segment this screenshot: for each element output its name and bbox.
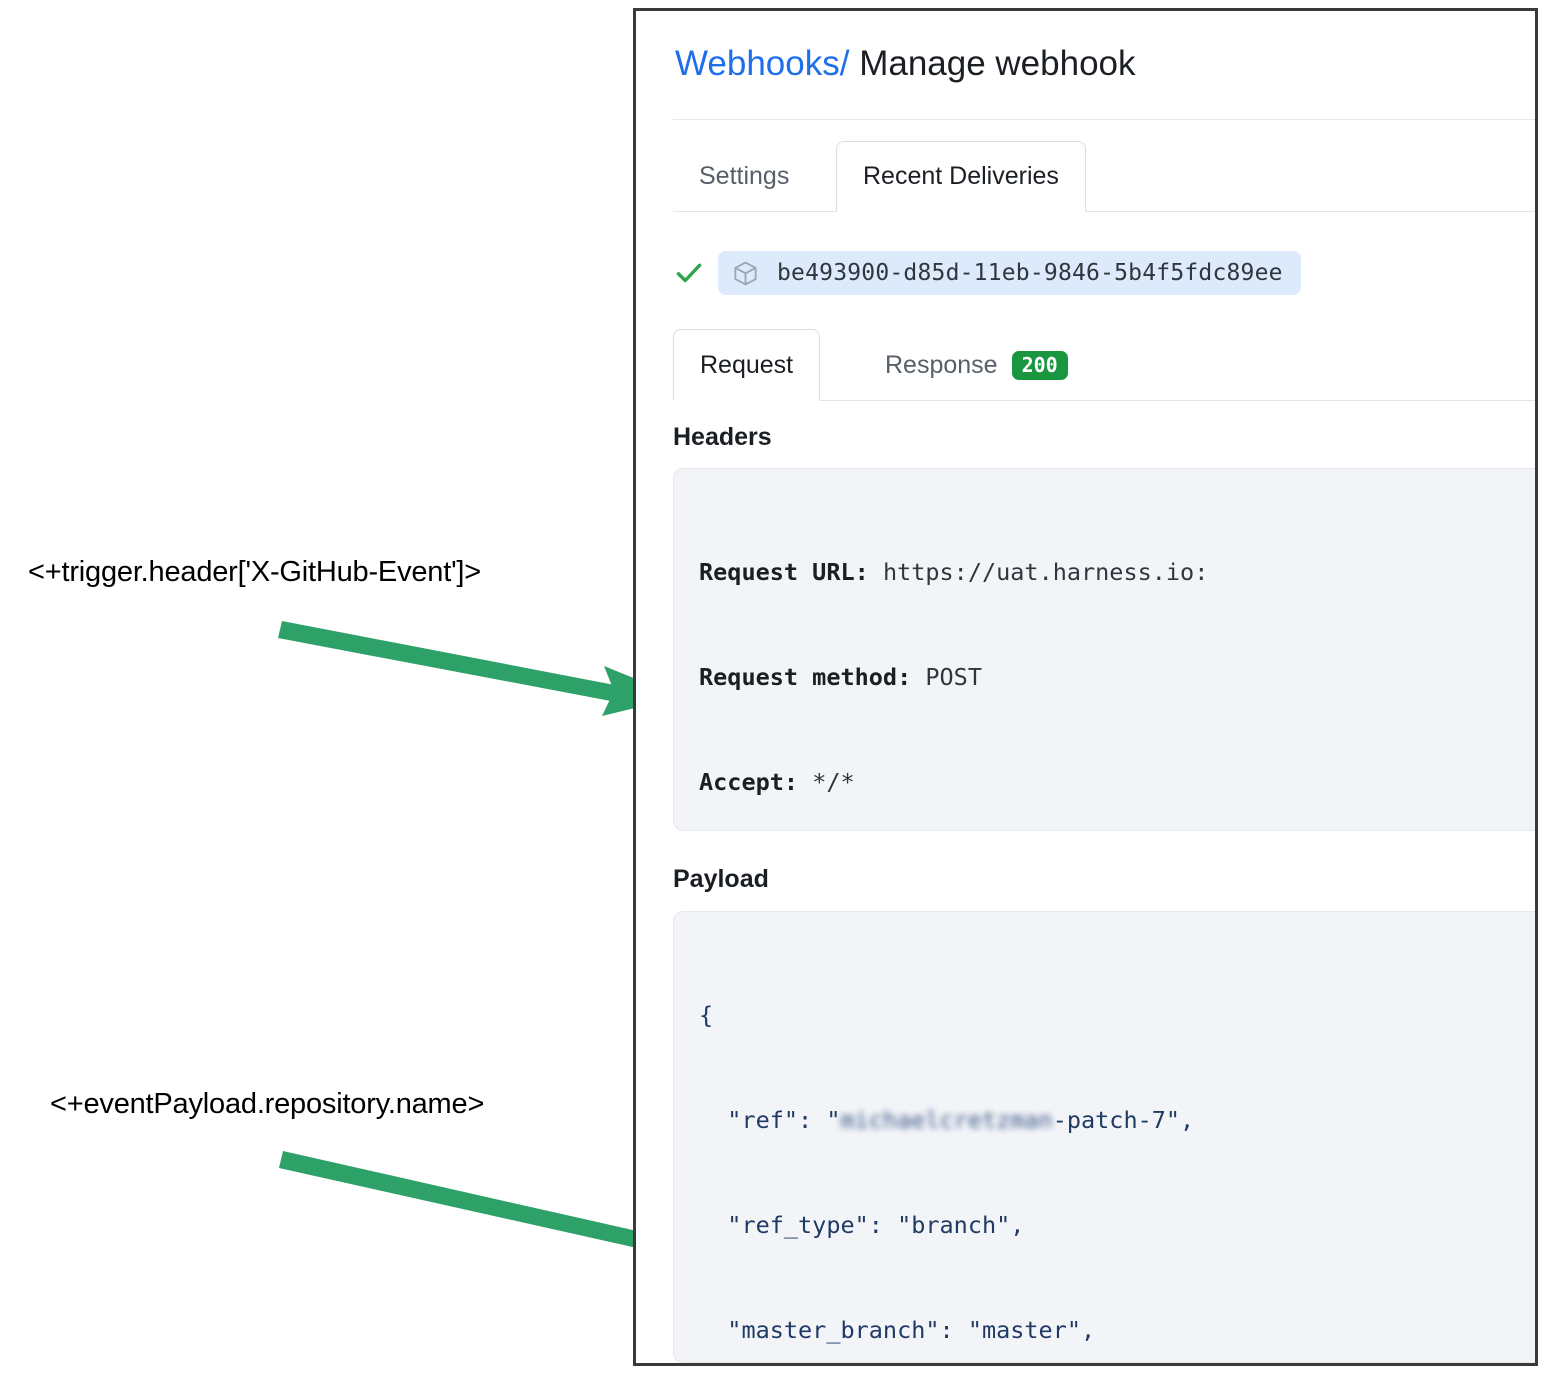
- page-title: Manage webhook: [859, 44, 1136, 83]
- tab-request-label: Request: [700, 350, 794, 379]
- title-divider: [673, 119, 1535, 120]
- tabbar-baseline: [673, 211, 1535, 212]
- header-value: */*: [812, 768, 855, 796]
- header-value: POST: [925, 663, 982, 691]
- breadcrumb-link-webhooks[interactable]: Webhooks: [675, 44, 840, 83]
- delivery-id-text: be493900-d85d-11eb-9846-5b4f5fdc89ee: [777, 260, 1283, 286]
- json-line: "ref_type": "branch",: [699, 1211, 1025, 1239]
- tab-response[interactable]: Response 200: [859, 329, 1094, 401]
- header-line: Request URL: https://uat.harness.io:: [699, 555, 1535, 590]
- check-icon: [676, 263, 702, 283]
- header-line: Request method: POST: [699, 660, 1535, 695]
- payload-code-block: { "ref": "michaelcretzman-patch-7", "ref…: [673, 911, 1535, 1363]
- header-value: https://uat.harness.io:: [882, 558, 1209, 586]
- tab-response-label: Response: [885, 350, 998, 379]
- tab-request[interactable]: Request: [673, 329, 821, 401]
- json-value: branch: [911, 1211, 997, 1239]
- json-line: {: [699, 1001, 714, 1029]
- subtabbar-baseline: [673, 400, 1535, 401]
- headers-code-block: Request URL: https://uat.harness.io: Req…: [673, 468, 1535, 831]
- json-line: "master_branch": "master",: [699, 1316, 1096, 1344]
- redacted-ref-owner: michaelcretzman: [840, 1106, 1053, 1134]
- json-value: master: [981, 1316, 1067, 1344]
- status-badge: 200: [1011, 350, 1068, 380]
- json-value: -patch-7: [1052, 1106, 1166, 1134]
- breadcrumb: Webhooks/ Manage webhook: [675, 43, 1136, 85]
- annotation-event-payload-expression: <+eventPayload.repository.name>: [50, 1088, 485, 1120]
- delivery-id-chip[interactable]: be493900-d85d-11eb-9846-5b4f5fdc89ee: [718, 251, 1301, 295]
- json-line: "ref": "michaelcretzman-patch-7",: [699, 1103, 1535, 1138]
- header-key: Accept:: [699, 768, 799, 796]
- arrow-to-x-github-event: [278, 621, 680, 716]
- tab-settings[interactable]: Settings: [699, 162, 790, 190]
- headers-section-title: Headers: [673, 423, 772, 451]
- screenshot-panel: Webhooks/ Manage webhook Settings Recent…: [633, 8, 1538, 1366]
- annotation-trigger-header-expression: <+trigger.header['X-GitHub-Event']>: [28, 556, 482, 588]
- header-key: Request URL:: [699, 558, 869, 586]
- cube-icon: [734, 261, 757, 285]
- header-line: Accept: */*: [699, 765, 1535, 800]
- breadcrumb-separator: /: [839, 44, 850, 83]
- delivery-row[interactable]: be493900-d85d-11eb-9846-5b4f5fdc89ee: [674, 251, 1301, 295]
- payload-section-title: Payload: [673, 865, 769, 893]
- header-key: Request method:: [699, 663, 912, 691]
- tab-recent-deliveries[interactable]: Recent Deliveries: [836, 141, 1086, 212]
